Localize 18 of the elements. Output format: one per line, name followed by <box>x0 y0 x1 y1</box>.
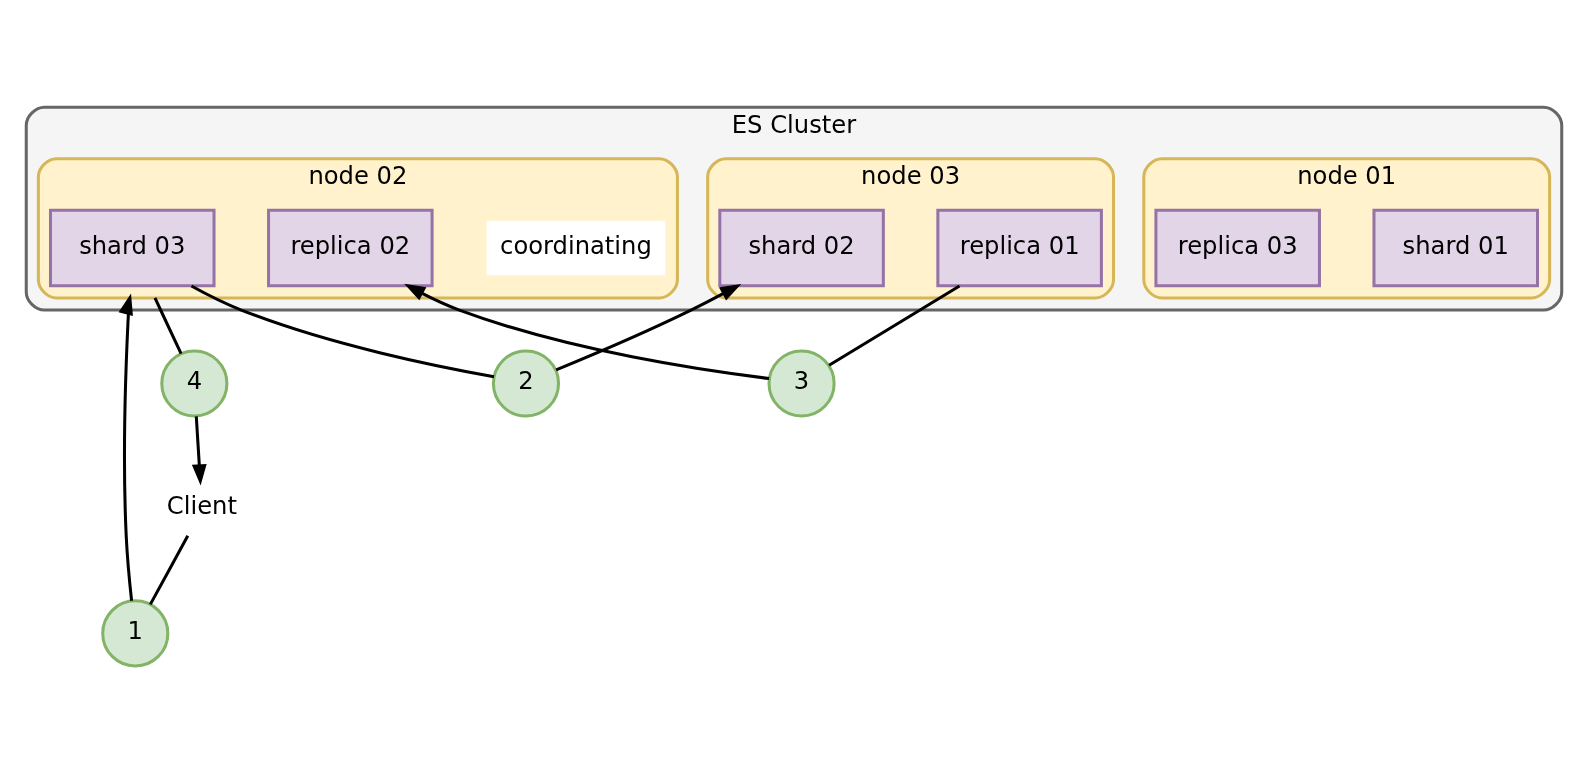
node-circle: 1 <box>101 598 170 667</box>
node-box: replica 02 <box>267 208 434 287</box>
arrow <box>118 293 134 601</box>
node-circle: 3 <box>767 348 836 418</box>
node-text: Client <box>166 491 237 520</box>
node-circle: 2 <box>491 348 561 418</box>
node-box: replica 03 <box>1154 208 1321 287</box>
node-label: coordinating <box>500 231 652 260</box>
arrow <box>191 415 207 486</box>
node-box: shard 03 <box>48 208 216 287</box>
node-box: shard 01 <box>1372 208 1540 287</box>
arrow <box>404 283 770 380</box>
node-circle: 4 <box>160 348 229 418</box>
connector <box>149 534 190 605</box>
arrow <box>555 283 742 371</box>
connector <box>153 296 183 354</box>
node-box: replica 01 <box>936 208 1103 287</box>
node-box: shard 02 <box>718 208 885 287</box>
